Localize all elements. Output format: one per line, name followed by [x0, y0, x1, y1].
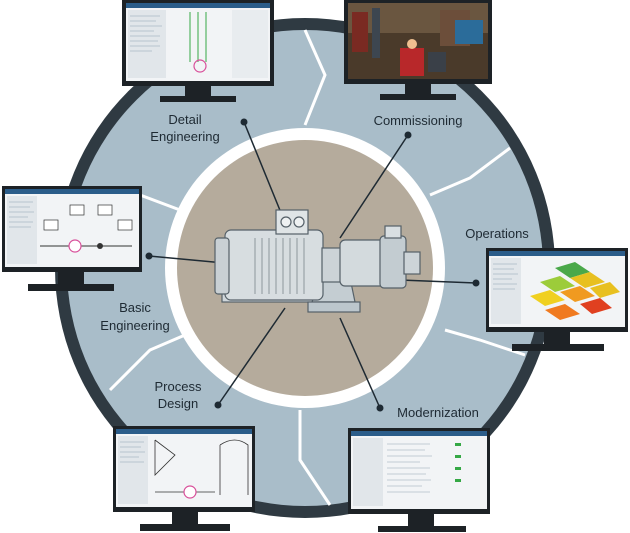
commissioning-3d-screen — [344, 0, 492, 100]
svg-text:Basic: Basic — [119, 300, 151, 315]
svg-text:Detail: Detail — [168, 112, 201, 127]
label-operations: Operations — [465, 226, 529, 241]
connector-dots — [145, 118, 480, 412]
svg-text:Engineering: Engineering — [100, 318, 169, 333]
detail-engineering-screen — [122, 0, 274, 102]
operations-heatmap-screen — [486, 248, 628, 351]
label-commissioning: Commissioning — [374, 113, 463, 128]
svg-text:Design: Design — [158, 396, 198, 411]
process-design-screen — [113, 426, 255, 531]
svg-text:Commissioning: Commissioning — [374, 113, 463, 128]
basic-engineering-screen — [2, 186, 142, 291]
svg-text:Engineering: Engineering — [150, 129, 219, 144]
svg-text:Operations: Operations — [465, 226, 529, 241]
label-basic-engineering: Basic Engineering — [100, 300, 169, 333]
electric-motor-pump-icon — [214, 209, 421, 313]
svg-text:Modernization: Modernization — [397, 405, 479, 420]
label-detail-engineering: Detail Engineering — [150, 112, 219, 144]
label-process-design: Process Design — [155, 379, 202, 411]
modernization-screen — [348, 428, 490, 532]
svg-text:Process: Process — [155, 379, 202, 394]
label-modernization: Modernization — [397, 405, 479, 420]
